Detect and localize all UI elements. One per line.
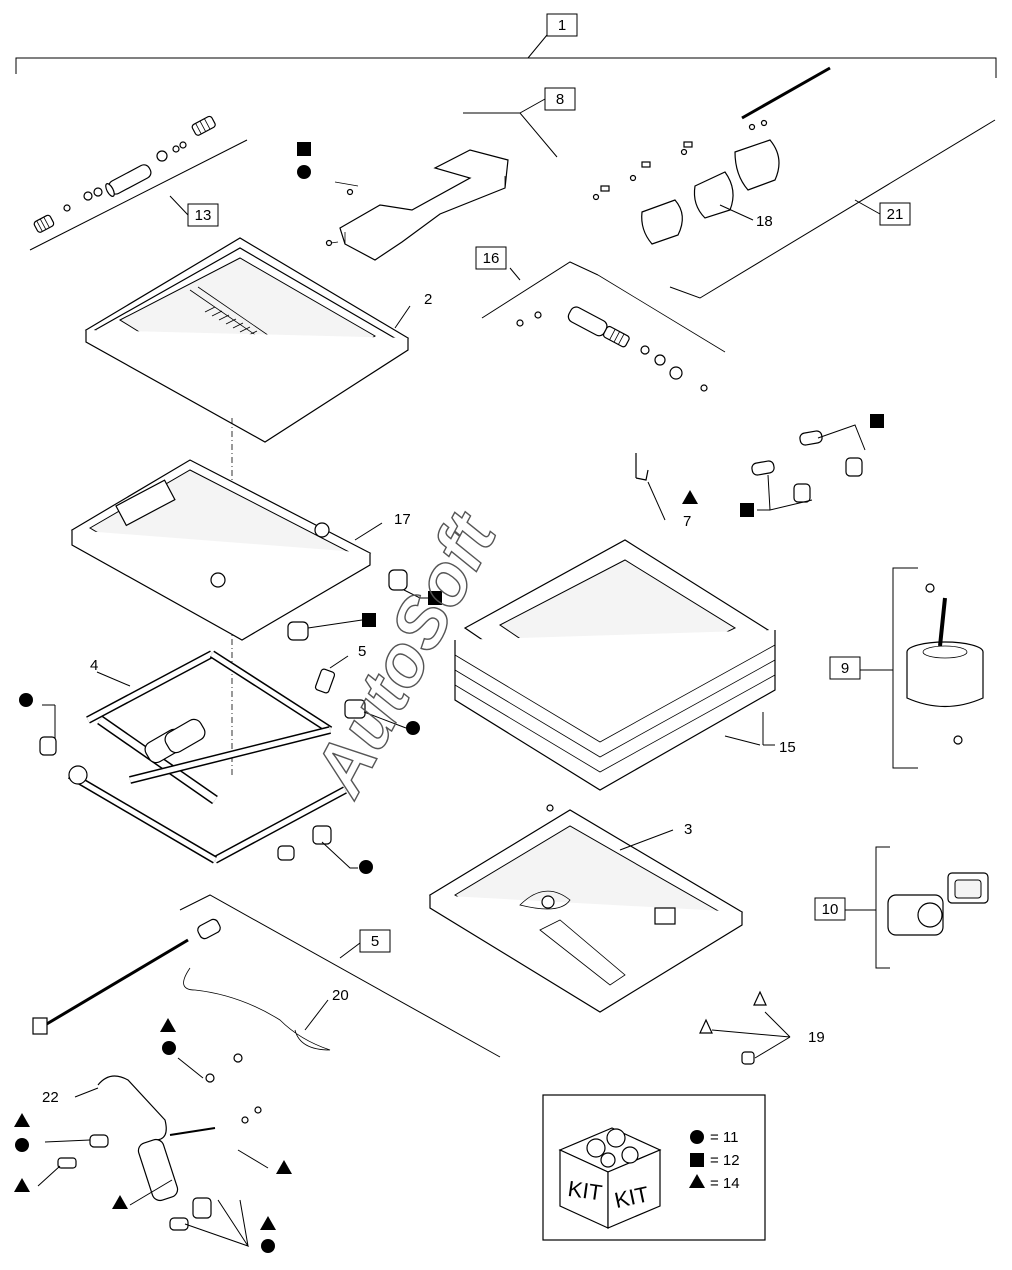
- square-marker: [297, 142, 311, 156]
- callout-box-1: [546, 13, 578, 37]
- part-19-group: 19: [699, 990, 825, 1065]
- callout-2: 2: [424, 291, 432, 308]
- callout-10: 10: [822, 901, 839, 918]
- pin-5: [314, 668, 336, 694]
- part-7-group: 7: [635, 453, 691, 530]
- part-3-base: 3: [428, 804, 744, 1013]
- callout-22: 22: [42, 1089, 59, 1106]
- circle-marker: [406, 721, 420, 735]
- bushing: [277, 845, 295, 861]
- callout-15: 15: [779, 739, 796, 756]
- triangle-marker: [14, 1113, 30, 1127]
- circle-marker: [162, 1041, 176, 1055]
- triangle-marker: [682, 490, 698, 504]
- bellows-cover: 15: [454, 539, 796, 791]
- triangle-marker: [260, 1216, 276, 1230]
- callout-19: 19: [808, 1029, 825, 1046]
- square-marker: [428, 591, 442, 605]
- triangle-marker: [276, 1160, 292, 1174]
- callout-3: 3: [684, 821, 692, 838]
- callout-box-10: [814, 897, 846, 921]
- callout-7: 7: [683, 513, 691, 530]
- callout-box-5: [359, 929, 391, 953]
- bushing: [39, 736, 57, 756]
- bushing: [287, 621, 309, 641]
- legend-circle-icon: [690, 1130, 704, 1144]
- legend-triangle-icon: [689, 1174, 705, 1188]
- part-4-scissor: 4: [67, 650, 347, 864]
- callout-13: 13: [195, 207, 212, 224]
- kit-legend: KIT KIT = 11 = 12 = 14: [542, 1094, 766, 1241]
- triangle-marker: [112, 1195, 128, 1209]
- callout-box-16: [475, 246, 507, 270]
- part-22-group: 22: [37, 1053, 269, 1247]
- legend-triangle-text: = 14: [710, 1175, 740, 1192]
- part-9-group: 9: [829, 567, 984, 769]
- legend-square-icon: [690, 1153, 704, 1167]
- triangle-marker: [160, 1018, 176, 1032]
- callout-box-9: [829, 656, 861, 680]
- part-16-group: 16: [475, 246, 726, 392]
- callout-21: 21: [887, 206, 904, 223]
- callout-20: 20: [332, 987, 349, 1004]
- part-2-frame: 2: [84, 237, 432, 443]
- part-21-group: 21 18: [592, 66, 996, 299]
- legend-square-text: = 12: [710, 1152, 740, 1169]
- bushing: [344, 699, 366, 719]
- callout-box-8: [544, 87, 576, 111]
- callout-9: 9: [841, 660, 849, 677]
- callout-box-21: [879, 202, 911, 226]
- circle-marker: [359, 860, 373, 874]
- part-5-kit-group: 5 20: [32, 894, 501, 1058]
- callout-17: 17: [394, 511, 411, 528]
- square-marker: [870, 414, 884, 428]
- part-10-group: 10: [814, 846, 989, 969]
- circle-marker: [261, 1239, 275, 1253]
- bushings-group: [751, 424, 866, 511]
- callout-1: 1: [558, 17, 566, 34]
- callout-8: 8: [556, 91, 564, 108]
- bushing: [312, 825, 332, 845]
- part-8-group: 8: [325, 87, 576, 261]
- circle-marker: [15, 1138, 29, 1152]
- kit-label-left: KIT: [566, 1176, 603, 1206]
- circle-marker: [297, 165, 311, 179]
- part-17-frame: 17: [70, 459, 411, 641]
- assembly-bracket: 1: [15, 13, 997, 78]
- callout-4: 4: [90, 657, 98, 674]
- bushing: [388, 569, 408, 591]
- callout-5b: 5: [371, 933, 379, 950]
- triangle-marker: [14, 1178, 30, 1192]
- callout-box-13: [187, 203, 219, 227]
- callout-16: 16: [483, 250, 500, 267]
- square-marker: [362, 613, 376, 627]
- square-marker: [740, 503, 754, 517]
- circle-marker: [19, 693, 33, 707]
- legend-circle-text: = 11: [710, 1129, 739, 1146]
- callout-18: 18: [756, 213, 773, 230]
- part-13-group: 13: [29, 115, 248, 251]
- callout-5a: 5: [358, 643, 366, 660]
- kit-box-right: [607, 1149, 661, 1229]
